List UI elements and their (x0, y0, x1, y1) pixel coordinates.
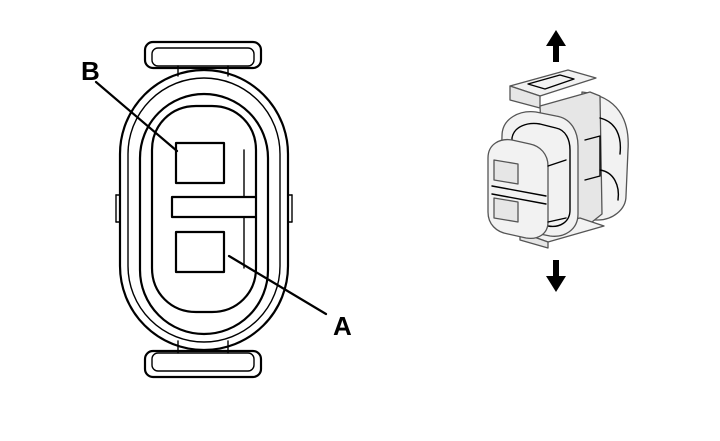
bottom-latch (143, 340, 263, 379)
connector-insert (150, 104, 258, 314)
connector-housing-outer (118, 68, 290, 352)
arrow-down-icon (546, 260, 566, 292)
pin-label-b: B (81, 56, 100, 86)
polarizing-key (170, 195, 258, 219)
arrow-up-icon (546, 30, 566, 62)
leader-line-a (227, 254, 328, 316)
connector-isometric-view (487, 30, 629, 292)
leader-line-b (94, 80, 179, 153)
pin-cavity-b (174, 141, 226, 185)
pin-label-a: A (333, 311, 352, 341)
connector-housing-rim (127, 77, 281, 343)
connector-face-view (115, 40, 293, 379)
pin-cavity-a (174, 230, 226, 274)
connector-cavity-outer (138, 92, 270, 336)
